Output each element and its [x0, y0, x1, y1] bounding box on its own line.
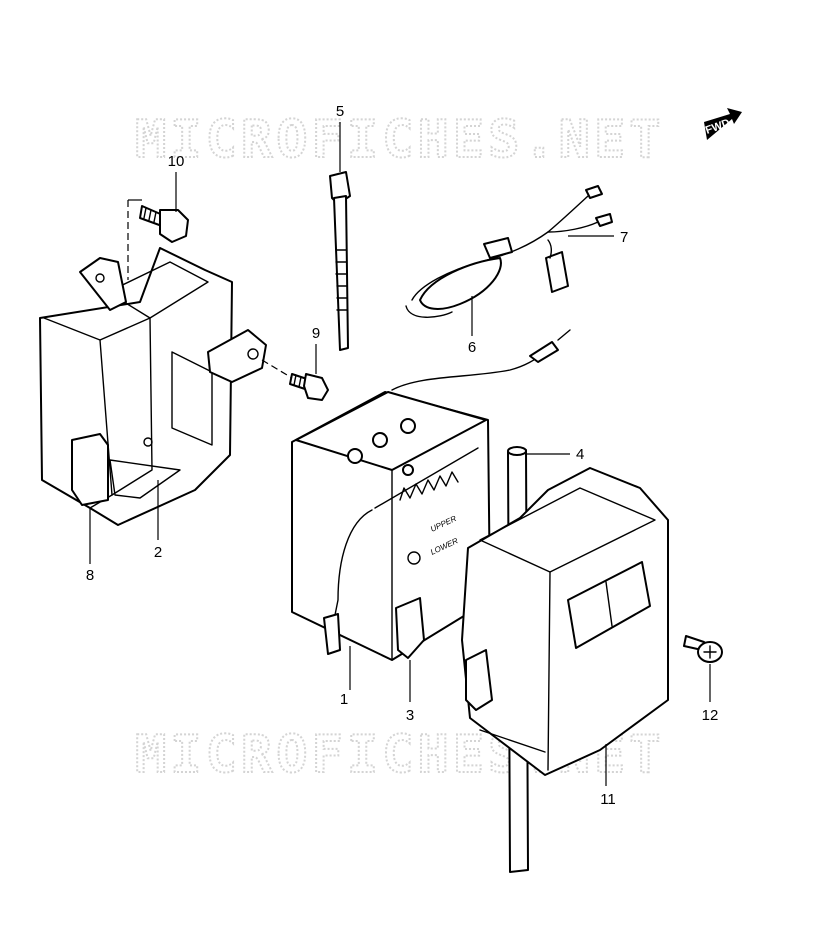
callout-6: 6 — [468, 339, 476, 356]
clip-part-3 — [395, 597, 425, 659]
battery-part-1: UPPER LOWER — [291, 329, 571, 661]
callout-12: 12 — [702, 707, 719, 724]
callout-11: 11 — [600, 791, 616, 808]
callout-8: 8 — [86, 567, 94, 584]
battery-holder-part-8 — [39, 247, 267, 526]
callout-9: 9 — [312, 325, 320, 342]
fwd-label: FWD — [704, 117, 732, 137]
bolt-part-10 — [139, 205, 189, 243]
callout-7: 7 — [620, 229, 628, 246]
fuse-lead-part-6-7 — [405, 185, 613, 318]
battery-cover-part-11 — [461, 467, 669, 776]
callout-3: 3 — [406, 707, 414, 724]
callout-5: 5 — [336, 103, 344, 120]
bolt-part-9 — [289, 373, 329, 401]
screw-part-12 — [683, 635, 723, 663]
callout-4: 4 — [576, 446, 584, 463]
callout-2: 2 — [154, 544, 162, 561]
watermark-top: MICROFICHES.NET — [135, 110, 665, 170]
fwd-arrow-icon: FWD — [704, 108, 742, 140]
cable-tie-part-5 — [329, 171, 351, 351]
callout-10: 10 — [168, 153, 185, 170]
dash-line-9 — [261, 359, 293, 379]
callout-1: 1 — [340, 691, 348, 708]
